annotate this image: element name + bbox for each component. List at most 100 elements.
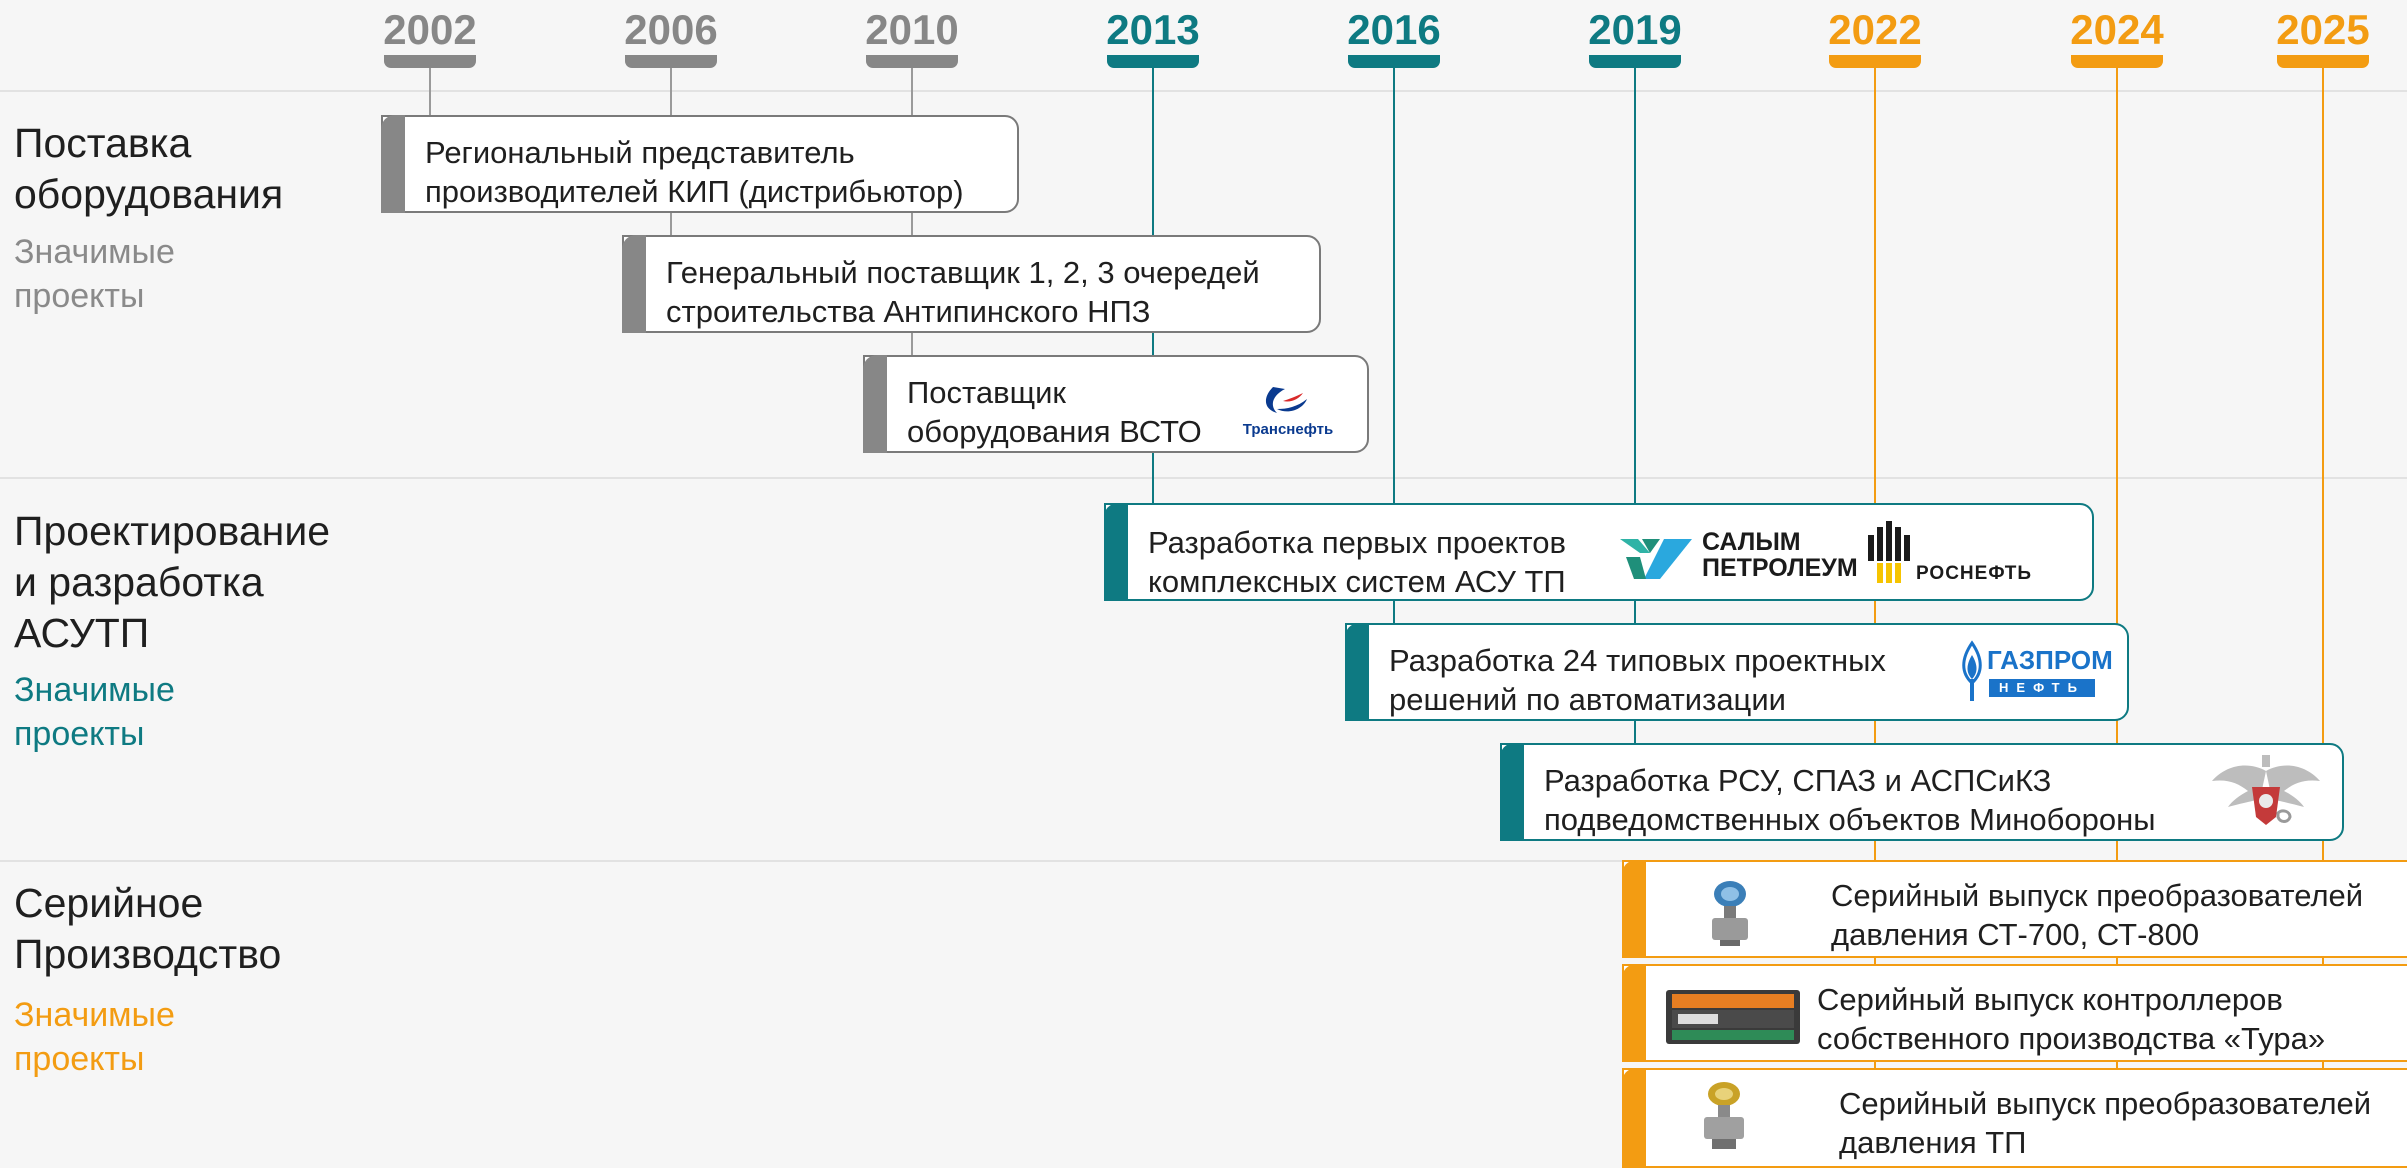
card-text: Серийный выпуск преобразователей давлени… bbox=[1831, 876, 2363, 954]
gazprom-flame-icon bbox=[1962, 640, 1982, 701]
section-subtitle-line: проекты bbox=[14, 1040, 145, 1078]
salym-logo-text: САЛЫМ ПЕТРОЛЕУМ bbox=[1702, 529, 1858, 581]
card-text-line: решений по автоматизации bbox=[1389, 682, 1786, 717]
card-text-line: оборудования ВСТО bbox=[907, 414, 1202, 449]
section-title-line: Производство bbox=[14, 931, 282, 977]
card-rsu-defense: Разработка РСУ, СПАЗ и АСПСиКЗ подведомс… bbox=[1500, 743, 2344, 841]
card-text-line: Разработка первых проектов bbox=[1148, 525, 1566, 560]
section-separator bbox=[0, 860, 2407, 862]
defense-emblem-logo bbox=[2208, 751, 2324, 833]
section-title-line: оборудования bbox=[14, 171, 284, 217]
section-subtitle-supply: Значимые проекты bbox=[14, 230, 175, 318]
year-2022: 2022 bbox=[1815, 4, 1935, 68]
section-separator bbox=[0, 477, 2407, 479]
gazprom-logo-text: ГАЗПРОМ bbox=[1987, 645, 2113, 675]
card-tab bbox=[1622, 1068, 1646, 1168]
card-ct700-transducers: Серийный выпуск преобразователей давлени… bbox=[1622, 860, 2407, 958]
transneft-logo-text: Транснефть bbox=[1242, 421, 1334, 438]
section-title-line: Серийное bbox=[14, 880, 204, 926]
tp-transducer-image bbox=[1694, 1080, 1754, 1156]
tura-controller-image bbox=[1664, 982, 1804, 1048]
card-tab bbox=[381, 115, 405, 213]
year-bar bbox=[1107, 55, 1199, 68]
year-line-2025 bbox=[2322, 64, 2324, 1160]
card-general-supplier: Генеральный поставщик 1, 2, 3 очередей с… bbox=[622, 235, 1321, 333]
card-text-line: Разработка 24 типовых проектных bbox=[1389, 643, 1886, 678]
year-2002: 2002 bbox=[370, 4, 490, 68]
section-title-supply: Поставка оборудования bbox=[14, 118, 283, 220]
salym-petroleum-logo: САЛЫМ ПЕТРОЛЕУМ bbox=[1616, 523, 1866, 585]
card-text: Серийный выпуск преобразователей давлени… bbox=[1839, 1084, 2371, 1162]
card-typical-solutions: Разработка 24 типовых проектных решений … bbox=[1345, 623, 2129, 721]
year-label: 2019 bbox=[1588, 6, 1682, 53]
gazprom-neft-logo: ГАЗПРОМ НЕФТЬ bbox=[1957, 639, 2113, 709]
section-subtitle-line: проекты bbox=[14, 715, 145, 753]
year-line-2019 bbox=[1634, 64, 1636, 744]
section-subtitle-design: Значимые проекты bbox=[14, 668, 175, 756]
card-tab bbox=[622, 235, 646, 333]
card-text-line: давления ТП bbox=[1839, 1125, 2027, 1160]
card-tura-controllers: Серийный выпуск контроллеров собственног… bbox=[1622, 964, 2407, 1062]
card-text-line: Серийный выпуск контроллеров bbox=[1817, 982, 2283, 1017]
card-tab bbox=[863, 355, 887, 453]
card-text-line: Генеральный поставщик 1, 2, 3 очередей bbox=[666, 255, 1260, 290]
section-subtitle-line: Значимые bbox=[14, 671, 175, 709]
rosneft-logo-icon bbox=[1868, 521, 1910, 583]
card-text: Поставщик оборудования ВСТО bbox=[907, 373, 1202, 451]
salym-logo-text-line: САЛЫМ bbox=[1702, 528, 1801, 556]
year-label: 2024 bbox=[2070, 6, 2164, 53]
card-tab bbox=[1345, 623, 1369, 721]
section-title-design: Проектирование и разработка АСУТП bbox=[14, 506, 330, 659]
year-2016: 2016 bbox=[1334, 4, 1454, 68]
card-text-line: строительства Антипинского НПЗ bbox=[666, 294, 1151, 329]
year-2013: 2013 bbox=[1093, 4, 1213, 68]
year-bar bbox=[2071, 55, 2163, 68]
card-text-line: Серийный выпуск преобразователей bbox=[1831, 878, 2364, 913]
year-line-2022 bbox=[1874, 64, 1876, 1160]
year-label: 2022 bbox=[1828, 6, 1922, 53]
section-title-production: Серийное Производство bbox=[14, 878, 281, 980]
tp-transducer-icon bbox=[1704, 1082, 1744, 1149]
double-eagle-emblem-icon bbox=[2212, 755, 2320, 825]
header-separator bbox=[0, 90, 2407, 92]
rosneft-logo-text: РОСНЕФТЬ bbox=[1916, 563, 2033, 584]
year-line-2002 bbox=[429, 64, 431, 118]
card-text-line: Поставщик bbox=[907, 375, 1066, 410]
year-2006: 2006 bbox=[611, 4, 731, 68]
year-bar bbox=[1589, 55, 1681, 68]
year-label: 2025 bbox=[2276, 6, 2370, 53]
section-title-line: Проектирование bbox=[14, 508, 331, 554]
card-tp-transducers: Серийный выпуск преобразователей давлени… bbox=[1622, 1068, 2407, 1168]
section-title-line: АСУТП bbox=[14, 610, 150, 656]
year-2025: 2025 bbox=[2263, 4, 2383, 68]
rosneft-logo: РОСНЕФТЬ bbox=[1866, 519, 2066, 589]
year-bar bbox=[2277, 55, 2369, 68]
year-2019: 2019 bbox=[1575, 4, 1695, 68]
salym-logo-text-line: ПЕТРОЛЕУМ bbox=[1702, 554, 1858, 582]
card-text-line: Региональный представитель bbox=[425, 135, 855, 170]
pressure-transducer-icon bbox=[1712, 881, 1748, 946]
year-bar bbox=[866, 55, 958, 68]
year-line-2016 bbox=[1393, 64, 1395, 624]
gazprom-logo-subtext: НЕФТЬ bbox=[1989, 679, 2095, 697]
card-text: Разработка 24 типовых проектных решений … bbox=[1389, 641, 1886, 719]
year-label: 2002 bbox=[383, 6, 477, 53]
card-text: Серийный выпуск контроллеров собственног… bbox=[1817, 980, 2325, 1058]
card-regional-distributor: Региональный представитель производителе… bbox=[381, 115, 1019, 213]
card-tab bbox=[1622, 860, 1646, 958]
card-tab bbox=[1500, 743, 1524, 841]
year-label: 2016 bbox=[1347, 6, 1441, 53]
year-line-2024 bbox=[2116, 64, 2118, 1160]
year-bar bbox=[384, 55, 476, 68]
section-subtitle-production: Значимые проекты bbox=[14, 993, 175, 1081]
transneft-logo-icon bbox=[1265, 387, 1307, 413]
section-subtitle-line: проекты bbox=[14, 277, 145, 315]
card-text-line: производителей КИП (дистрибьютор) bbox=[425, 174, 964, 209]
year-bar bbox=[625, 55, 717, 68]
card-text: Разработка РСУ, СПАЗ и АСПСиКЗ подведомс… bbox=[1544, 761, 2156, 839]
card-text-line: собственного производства «Тура» bbox=[1817, 1021, 2326, 1056]
card-text-line: Разработка РСУ, СПАЗ и АСПСиКЗ bbox=[1544, 763, 2052, 798]
section-title-line: и разработка bbox=[14, 559, 264, 605]
card-vsto-supplier: Поставщик оборудования ВСТО Транснефть bbox=[863, 355, 1369, 453]
